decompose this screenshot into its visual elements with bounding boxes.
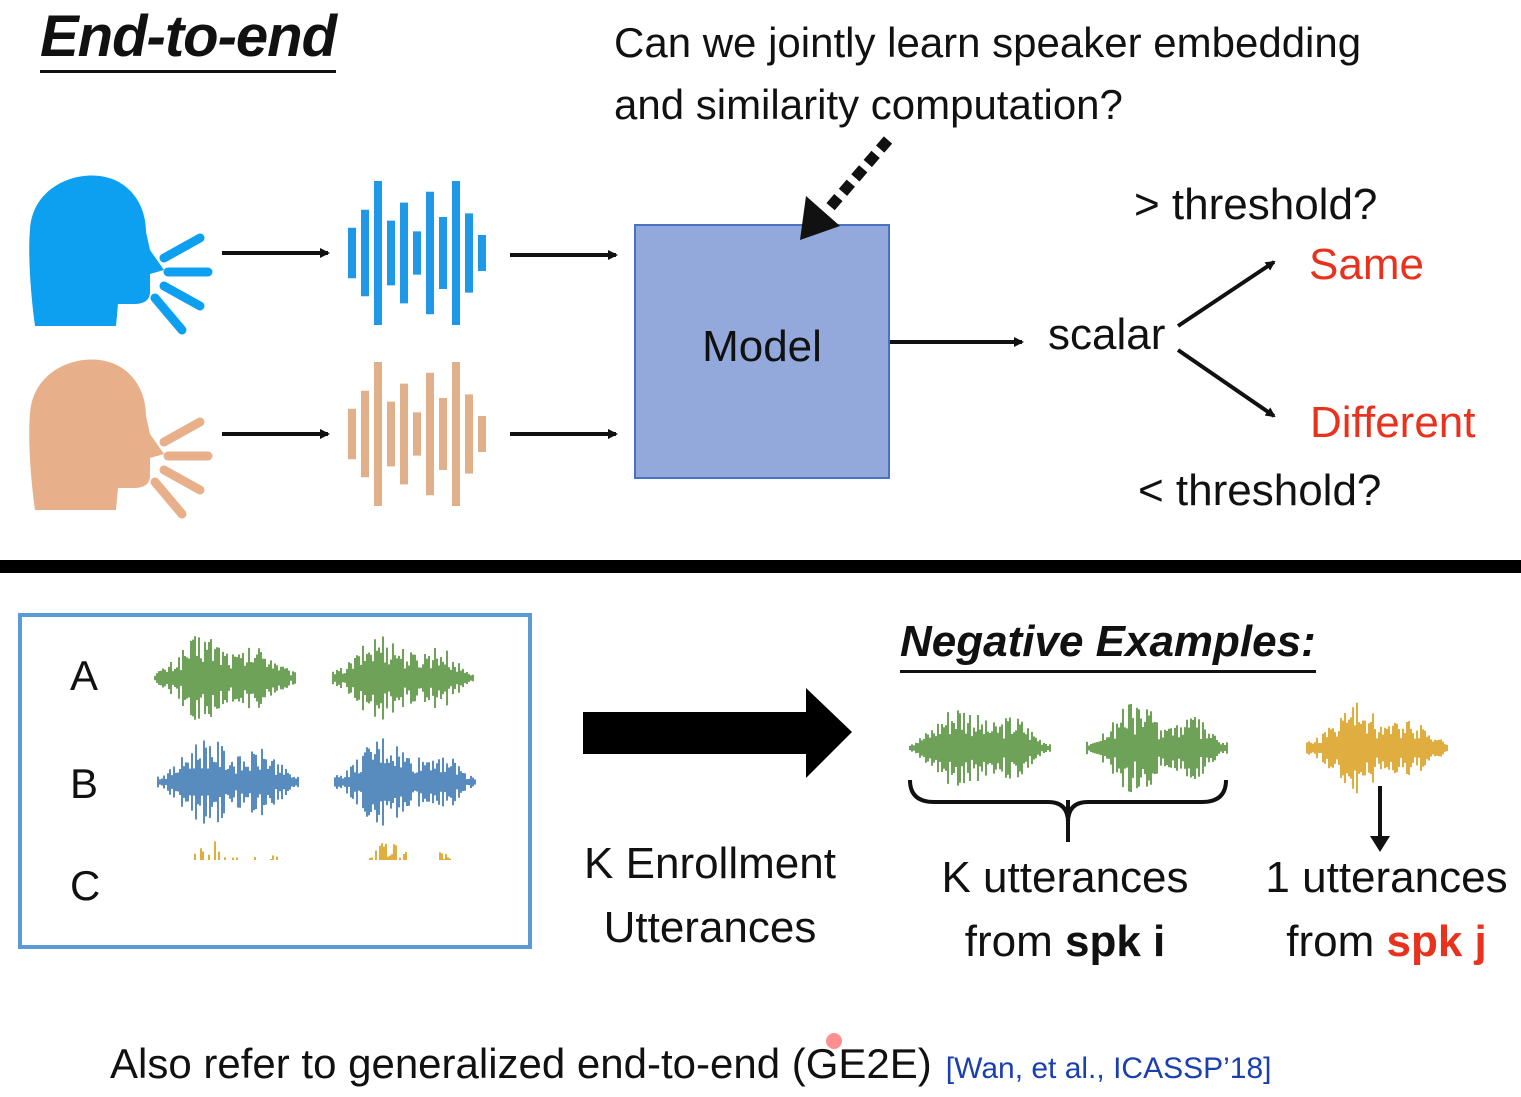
enrollment-box: [18, 613, 532, 949]
k-caption-prefix: from: [964, 917, 1065, 966]
waveform-blue-icon: [348, 181, 486, 325]
cursor-indicator: [826, 1033, 842, 1049]
negative-examples-title: Negative Examples:: [900, 616, 1316, 673]
audio-clip-waveform: [909, 710, 1051, 786]
one-caption-speaker: spk j: [1386, 917, 1487, 966]
top-diagram: [29, 136, 1276, 519]
enrollment-caption-line-2: Utterances: [603, 903, 817, 952]
bottom-diagram: [154, 636, 1448, 860]
audio-clip-waveform: [154, 636, 296, 720]
speaker-label-b: B: [70, 760, 99, 807]
speaker-label-c: C: [70, 862, 101, 909]
speaker-head-blue-icon: [29, 175, 213, 335]
k-caption-speaker: spk i: [1064, 917, 1166, 966]
question-line-2: and similarity computation?: [614, 81, 1123, 128]
audio-clip-waveform: [332, 636, 474, 720]
enrollment-caption-line-1: K Enrollment: [584, 839, 836, 888]
k-caption-line-1: K utterances: [941, 853, 1189, 902]
audio-clip-waveform: [334, 738, 476, 826]
arrow-to-different: [1176, 348, 1276, 418]
one-caption-line-2: from spk j: [1252, 910, 1521, 974]
arrow-to-same: [1176, 260, 1276, 328]
down-arrowhead-icon: [1370, 836, 1390, 852]
footer-text: Also refer to generalized end-to-end (GE…: [110, 1040, 932, 1087]
k-utterances-caption: K utterances from spk i: [915, 846, 1215, 974]
audio-clip-waveform: [369, 843, 451, 860]
audio-clip-waveform: [157, 740, 299, 824]
slide-title: End-to-end: [40, 6, 337, 73]
model-box: [634, 224, 890, 479]
dotted-arrow: [800, 136, 893, 240]
citation-link[interactable]: [Wan, et al., ICASSP’18]: [945, 1052, 1272, 1085]
footer-note: Also refer to generalized end-to-end (GE…: [110, 1036, 1271, 1097]
waveform-tan-icon: [348, 362, 486, 506]
section-divider: [0, 560, 1521, 573]
question-text: Can we jointly learn speaker embedding a…: [614, 12, 1361, 136]
enrollment-caption: K Enrollment Utterances: [560, 832, 860, 960]
audio-clip-waveform: [1306, 702, 1448, 794]
audio-clip-waveform: [1086, 703, 1228, 793]
one-caption-prefix: from: [1286, 917, 1387, 966]
k-caption-line-2: from spk i: [915, 910, 1215, 974]
different-label: Different: [1310, 398, 1476, 447]
greater-threshold-label: > threshold?: [1134, 180, 1378, 229]
big-right-arrow-icon: [583, 688, 852, 778]
one-utterance-caption: 1 utterances from spk j: [1252, 846, 1521, 974]
scalar-label: scalar: [1048, 310, 1166, 359]
same-label: Same: [1309, 240, 1424, 289]
one-caption-line-1: 1 utterances: [1265, 853, 1508, 902]
speaker-label-a: A: [70, 652, 99, 699]
model-label: Model: [702, 322, 822, 371]
speaker-head-tan-icon: [29, 359, 213, 519]
question-line-1: Can we jointly learn speaker embedding: [614, 19, 1362, 66]
audio-clip-waveform: [194, 841, 278, 860]
less-threshold-label: < threshold?: [1138, 466, 1382, 515]
